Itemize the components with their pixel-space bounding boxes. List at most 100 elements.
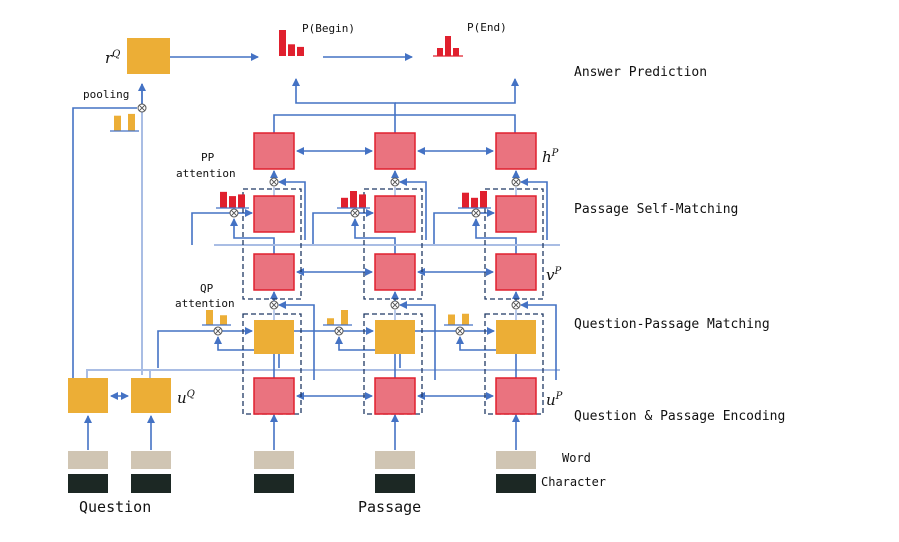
p-begin-label: P(Begin) [302,22,355,35]
vp-box-2 [374,253,416,291]
passage-character-embedding-3 [496,474,536,493]
h-top-link [273,114,516,133]
cross-icon-part [214,327,222,335]
qp-matching-box-1 [254,320,294,354]
encoding-to-qp-gate-arrow-3 [520,301,557,380]
encoding-to-qp-attention-arrow-1 [214,336,275,378]
cross-icon-part [335,327,343,335]
encoding-to-qp-attention-arrow-2 [335,336,396,378]
passage-word-embedding-1 [254,451,294,469]
cross-icon-part [351,209,359,217]
qp-selfmatch-group-2 [363,188,423,300]
pp-attention-multiply-icon-1 [229,208,239,218]
distribution-bar [220,315,227,325]
vp-box-3 [495,253,537,291]
qp-attention-distribution-3 [444,313,473,326]
pp-attention-label-line1: PP [201,151,215,164]
question-word-embedding-1 [68,451,108,469]
cross-icon-part [270,301,278,309]
distribution-bar [279,30,286,56]
hp-box-2 [374,132,416,170]
distribution-bar [128,113,135,131]
hP-symbol: hP [542,148,559,166]
passage-character-embedding-1 [254,474,294,493]
pp-attention-multiply-icon-3 [471,208,481,218]
pp-attention-label-line2: attention [176,167,236,180]
distribution-bar [297,46,304,56]
pp-attention-passage-line-1 [191,212,230,245]
distribution-bar [350,191,357,208]
h-to-pend-arrow [395,78,519,104]
distribution-bar [114,115,121,131]
encoding-to-qp-attention-arrow-3 [456,336,517,378]
qp-selfmatch-group-1 [242,188,302,300]
question-vector-bus [86,369,560,378]
rQ-symbol: rQ [105,49,120,67]
pp-attention-passage-line-3 [433,212,472,245]
word-embedding-label: Word [562,451,591,465]
uP-symbol: uP [546,391,563,409]
distribution-bar [238,194,245,208]
p-end-label: P(End) [467,21,507,34]
qp-attention-label-line2: attention [175,297,235,310]
distribution-bar [462,192,469,208]
cross-icon-part [512,178,520,186]
qp-attention-distribution-1 [202,310,231,326]
pooling-multiply-icon [137,103,147,113]
pp-attention-distribution-3 [458,191,491,209]
nodes [68,30,544,493]
passage-encoding-box-1 [253,377,295,415]
distribution-bar [448,314,455,325]
distribution-bar [359,194,366,208]
self-matching-box-3 [495,195,537,233]
self-matching-box-2 [374,195,416,233]
cross-icon-part [391,301,399,309]
question-character-embedding-2 [131,474,171,493]
cross-icon-part [138,104,146,112]
distribution-bar [341,310,348,325]
question-encoding-box-2 [131,378,171,413]
question-word-embedding-2 [131,451,171,469]
distribution-bar [480,191,487,208]
distribution-bar [445,36,451,56]
question-input-label: Question [79,498,151,516]
encoding-to-qp-gate-arrow-1 [278,301,315,380]
distribution-bar [453,48,459,56]
distribution-bar [229,196,236,208]
pooling-label: pooling [83,88,129,101]
distribution-bar [462,313,469,325]
passage-character-embedding-2 [375,474,415,493]
passage-input-label: Passage [358,498,421,516]
vp-to-sm-gate-arrow-3 [520,178,548,240]
qp-attention-question-line-1 [157,330,214,368]
h-to-pbegin-arrow [292,78,396,133]
passage-word-embedding-2 [375,451,415,469]
question-character-embedding-1 [68,474,108,493]
passage-word-embedding-3 [496,451,536,469]
layer-label-encoding: Question & Passage Encoding [574,409,785,424]
distribution-bar [206,310,213,325]
qp-gate-multiply-icon-3 [511,300,521,310]
vp-to-sm-gate-arrow-1 [278,178,306,240]
cross-icon-part [230,209,238,217]
distribution-bar [437,48,443,56]
hp-box-3 [495,132,537,170]
rq-box [127,38,170,74]
hp-box-1 [253,132,295,170]
vP-symbol: vP [546,266,561,284]
qp-matching-box-3 [496,320,536,354]
cross-icon-part [270,178,278,186]
qp-attention-distribution-2 [323,310,352,326]
qp-attention-multiply-icon-3 [455,326,465,336]
cross-icon-part [391,178,399,186]
layer-label-self-matching: Passage Self-Matching [574,202,738,217]
qp-gate-multiply-icon-1 [269,300,279,310]
sm-gate-multiply-icon-1 [269,177,279,187]
distribution-bar [327,318,334,325]
uQ-symbol: uQ [177,389,195,407]
vp-to-sm-gate-arrow-2 [399,178,427,240]
qp-matching-box-2 [375,320,415,354]
qp-selfmatch-group-3 [484,188,544,300]
qp-attention-label-line1: QP [200,282,214,295]
